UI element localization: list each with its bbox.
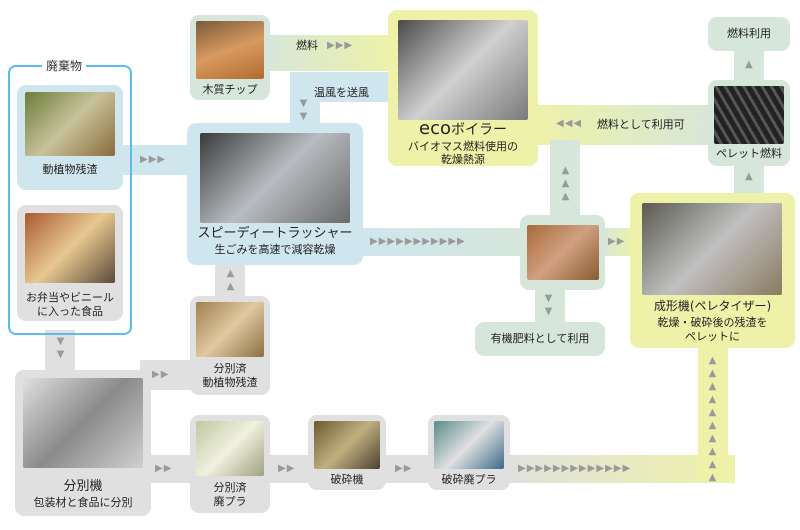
sorted-plastic-photo <box>196 421 264 476</box>
waste-group-title: 廃棄物 <box>42 57 87 74</box>
sorted-residue-label: 動植物残渣 <box>202 376 258 389</box>
sorter-title: 分別機 <box>63 479 103 494</box>
sorted-plastic-label: 廃プラ <box>213 495 247 508</box>
node-crushed-plastic: 破砕廃プラ <box>428 415 510 490</box>
crusher-photo <box>314 421 380 469</box>
eco-text: eco <box>419 118 451 139</box>
pelletizer-title: 成形機(ペレタイザー) <box>653 299 772 313</box>
bento-label: に入った食品 <box>37 305 103 318</box>
node-speedy-trasher: スピーディートラッシャー 生ごみを高速で減容乾燥 <box>187 123 363 265</box>
band-soil-boiler <box>550 140 580 220</box>
edge-label-fuel: 燃料 <box>296 39 318 52</box>
band-pellet-boiler <box>535 105 715 145</box>
arrow-right-icon: ▶▶ <box>608 236 626 247</box>
arrow-right-icon: ▶▶ <box>155 463 173 474</box>
arrow-right-icon: ▶▶▶ <box>140 154 167 165</box>
boiler-subtitle: 乾燥熱源 <box>441 153 485 166</box>
bento-photo <box>25 213 115 283</box>
node-fuel-use: 燃料利用 <box>708 17 790 51</box>
pelletizer-photo <box>642 203 782 295</box>
dryer-title: スピーディートラッシャー <box>197 226 353 241</box>
node-sorter: 分別機 包装材と食品に分別 <box>15 370 151 516</box>
compost-use-label: 有機肥料として利用 <box>490 332 590 345</box>
food-residue-label: 動植物残渣 <box>42 163 98 176</box>
arrow-right-icon: ▶▶ <box>395 463 413 474</box>
band-to-pelletizer <box>698 345 728 480</box>
node-crusher: 破砕機 <box>308 415 386 490</box>
boiler-photo <box>398 20 528 120</box>
sorted-plastic-label: 分別済 <box>213 481 247 494</box>
node-bento: お弁当やビニール に入った食品 <box>17 205 123 321</box>
node-compost-use: 有機肥料として利用 <box>475 322 605 356</box>
arrow-up-icon: ▲ <box>745 171 754 182</box>
arrow-up-icon: ▲▲▲▲▲▲▲▲▲▲ <box>707 355 718 485</box>
arrow-down-icon: ▼▼ <box>298 98 309 124</box>
node-eco-boiler: ecoボイラー バイオマス燃料使用の 乾燥熱源 <box>388 10 538 166</box>
boiler-subtitle: バイオマス燃料使用の <box>408 140 518 153</box>
crusher-label: 破砕機 <box>330 473 364 486</box>
arrow-up-icon: ▲ <box>745 59 754 70</box>
sorted-residue-label: 分別済 <box>213 362 247 375</box>
pellet-photo <box>714 86 784 144</box>
sorted-residue-photo <box>196 302 264 357</box>
band-waste-sorter <box>45 330 75 375</box>
arrow-left-icon: ◀◀◀ <box>556 118 583 129</box>
arrow-up-icon: ▲▲ <box>225 268 236 294</box>
food-residue-photo <box>25 92 115 156</box>
pelletizer-subtitle: 乾燥・破砕後の残渣を <box>657 316 768 329</box>
node-wood-chip: 木質チップ <box>190 15 270 100</box>
pellet-label: ペレット燃料 <box>716 147 782 160</box>
pelletizer-subtitle: ペレットに <box>685 330 740 343</box>
arrow-right-icon: ▶▶▶▶▶▶▶▶▶▶▶▶▶ <box>518 463 632 474</box>
sorter-photo <box>23 378 143 468</box>
node-sorted-residue: 分別済 動植物残渣 <box>190 296 270 395</box>
crushed-plastic-label: 破砕廃プラ <box>441 473 497 486</box>
boiler-text: ボイラー <box>450 122 507 138</box>
band-sorted-dryer <box>215 260 245 300</box>
band-chip-boiler <box>265 35 395 71</box>
arrow-up-icon: ▲▲▲ <box>560 165 571 204</box>
fuel-use-label: 燃料利用 <box>727 27 771 40</box>
band-soil-compost <box>535 285 565 325</box>
arrow-right-icon: ▶▶ <box>152 369 170 380</box>
node-pellet-fuel: ペレット燃料 <box>708 80 790 166</box>
node-pelletizer: 成形機(ペレタイザー) 乾燥・破砕後の残渣を ペレットに <box>630 193 795 348</box>
boiler-title: ecoボイラー <box>388 120 538 138</box>
band-soil-pelletizer <box>600 228 635 256</box>
arrow-down-icon: ▼▼ <box>55 336 66 362</box>
bento-label: お弁当やビニール <box>26 291 114 304</box>
node-sorted-plastic: 分別済 廃プラ <box>190 415 270 513</box>
edge-label-hot-air: 温風を送風 <box>314 86 369 99</box>
node-dried-residue <box>520 215 605 290</box>
sorter-subtitle: 包装材と食品に分別 <box>33 496 133 509</box>
dryer-photo <box>200 133 350 223</box>
wood-chip-label: 木質チップ <box>202 83 258 96</box>
arrow-down-icon: ▼▼ <box>543 293 554 319</box>
dried-residue-photo <box>527 225 599 280</box>
dryer-subtitle: 生ごみを高速で減容乾燥 <box>214 243 336 256</box>
band-hot-air-v <box>290 72 320 132</box>
wood-chip-photo <box>196 21 264 79</box>
arrow-right-icon: ▶▶▶ <box>327 40 354 51</box>
band-dryer-soil <box>360 228 525 256</box>
node-food-residue: 動植物残渣 <box>17 85 123 190</box>
arrow-right-icon: ▶▶ <box>278 463 296 474</box>
arrow-right-icon: ▶▶▶▶▶▶▶▶▶▶▶ <box>370 236 466 247</box>
edge-label-usable-fuel: 燃料として利用可 <box>597 118 685 131</box>
crushed-plastic-photo <box>434 421 504 469</box>
